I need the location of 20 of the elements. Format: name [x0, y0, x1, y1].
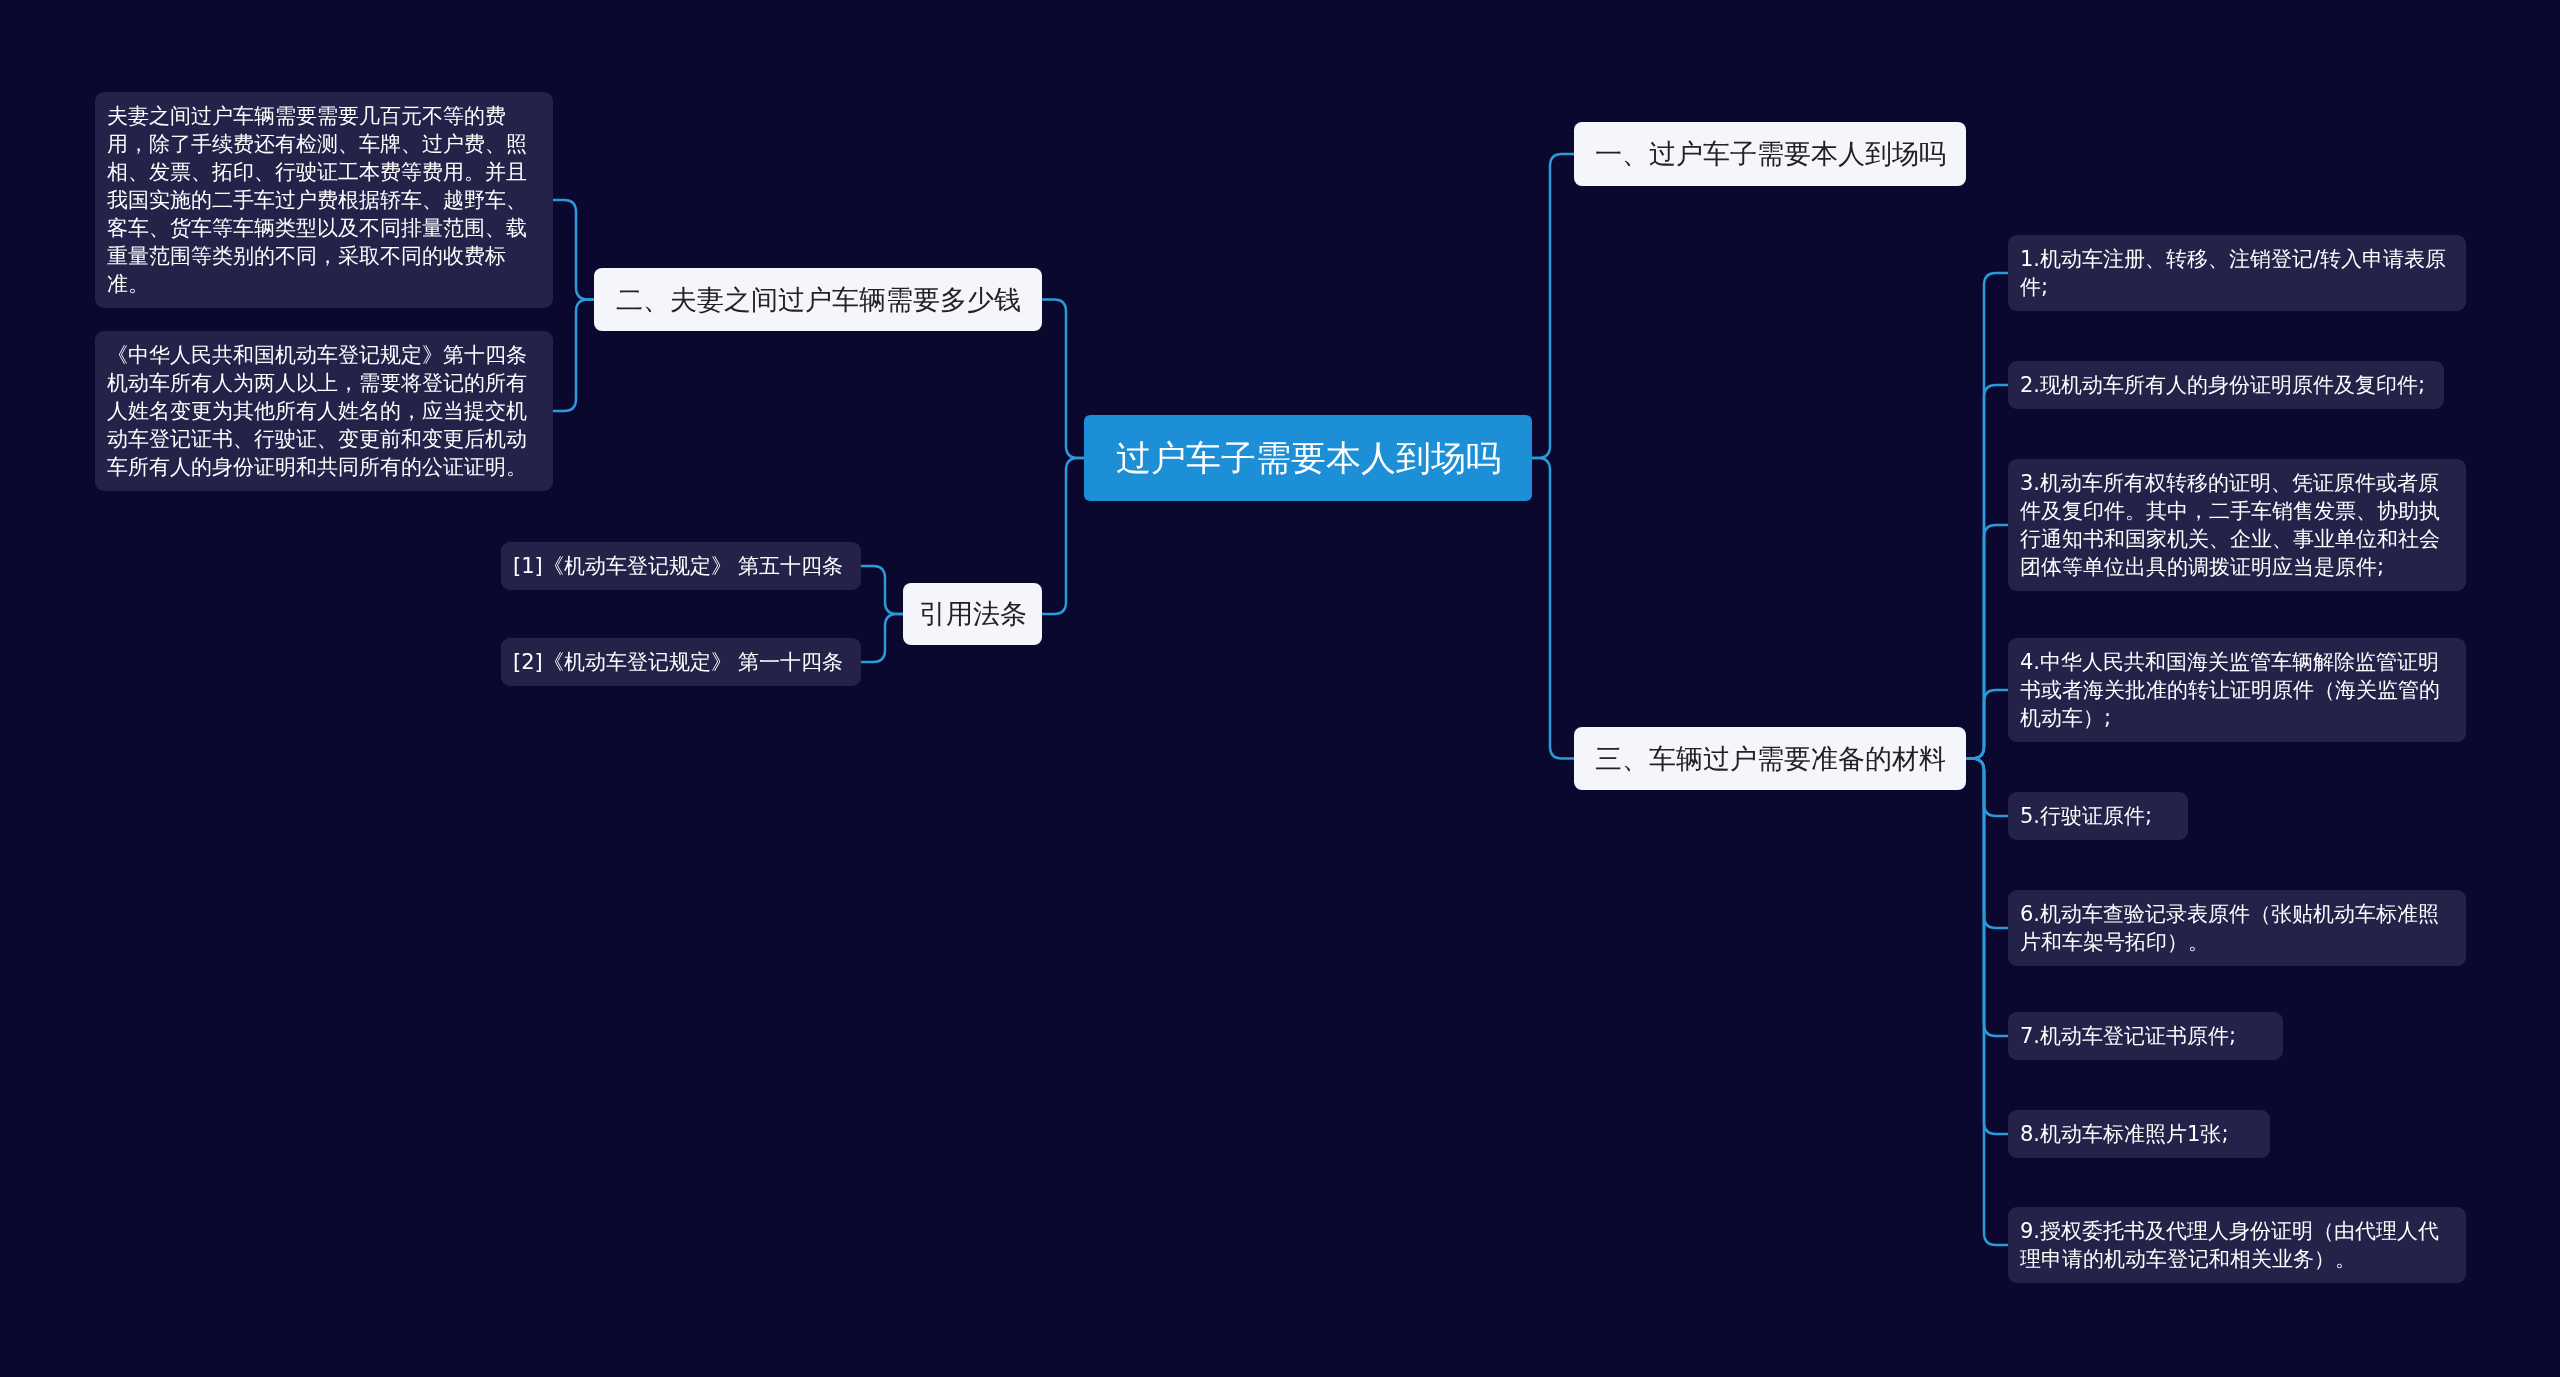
connector-line: [1532, 456, 1574, 760]
central-topic: 过户车子需要本人到场吗: [1084, 415, 1532, 501]
note-card: 8.机动车标准照片1张;: [2008, 1110, 2270, 1158]
topic-box: 三、车辆过户需要准备的材料: [1574, 727, 1966, 790]
note-card: 1.机动车注册、转移、注销登记/转入申请表原件;: [2008, 235, 2466, 311]
connector-line: [553, 298, 594, 413]
note-card: 3.机动车所有权转移的证明、凭证原件或者原件及复印件。其中，二手车销售发票、协助执行通知书和国家机关、企业、事业单位和社会团体等单位出具的调拨证明应当是原件;: [2008, 459, 2466, 591]
note-card: [2]《机动车登记规定》 第一十四条: [501, 638, 861, 686]
topic-box: 二、夫妻之间过户车辆需要多少钱: [594, 268, 1042, 331]
note-card: 4.中华人民共和国海关监管车辆解除监管证明书或者海关批准的转让证明原件（海关监管的机动车）;: [2008, 638, 2466, 742]
note-card: 5.行驶证原件;: [2008, 792, 2188, 840]
note-card: 9.授权委托书及代理人身份证明（由代理人代理申请的机动车登记和相关业务）。: [2008, 1207, 2466, 1283]
note-card: 2.现机动车所有人的身份证明原件及复印件;: [2008, 361, 2444, 409]
note-card: 《中华人民共和国机动车登记规定》第十四条机动车所有人为两人以上，需要将登记的所有人姓名变更为其他所有人姓名的，应当提交机动车登记证书、行驶证、变更前和变更后机动车所有人的身份证明和共同所有的公证证明。: [95, 331, 553, 491]
note-card: 7.机动车登记证书原件;: [2008, 1012, 2283, 1060]
note-card: [1]《机动车登记规定》 第五十四条: [501, 542, 861, 590]
note-card: 夫妻之间过户车辆需要需要几百元不等的费用，除了手续费还有检测、车牌、过户费、照相、发票、拓印、行驶证工本费等费用。并且我国实施的二手车过户费根据轿车、越野车、客车、货车等车辆类型以及不同排量范围、载重量范围等类别的不同，采取不同的收费标准。: [95, 92, 553, 308]
note-card: 6.机动车查验记录表原件（张贴机动车标准照片和车架号拓印）。: [2008, 890, 2466, 966]
topic-box: 一、过户车子需要本人到场吗: [1574, 122, 1966, 186]
topic-box: 引用法条: [903, 583, 1042, 645]
